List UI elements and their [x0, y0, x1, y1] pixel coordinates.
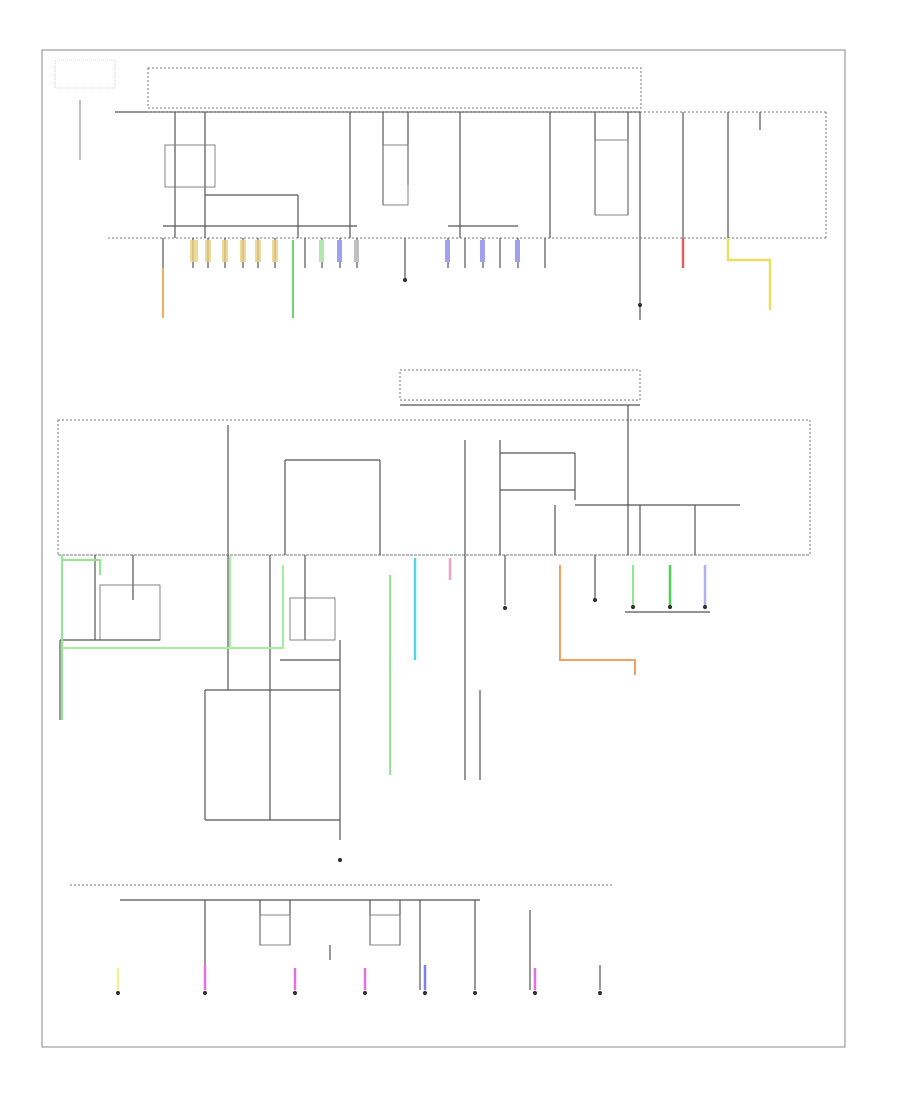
bottom-section: [70, 884, 612, 996]
diagram-border: [41, 49, 846, 1048]
mid-fuse-lines: [227, 405, 740, 555]
mid-connectors: [59, 555, 596, 840]
top-left-label: [54, 59, 116, 160]
top-fuse-lines: [164, 112, 761, 320]
orange-mid-wire: [559, 565, 636, 675]
relay-box-mid: [399, 369, 641, 401]
ground-symbols-mid: [337, 597, 708, 863]
middle-section: [57, 369, 811, 863]
ground-symbols-bottom: [115, 990, 603, 996]
ground-symbols-top: [402, 277, 643, 308]
junction-block-mid: [57, 419, 811, 556]
yellow-top-wire: [726, 238, 772, 310]
bottom-verticals: [204, 900, 601, 990]
top-section: [54, 59, 827, 320]
relay-box-top: [147, 67, 642, 109]
